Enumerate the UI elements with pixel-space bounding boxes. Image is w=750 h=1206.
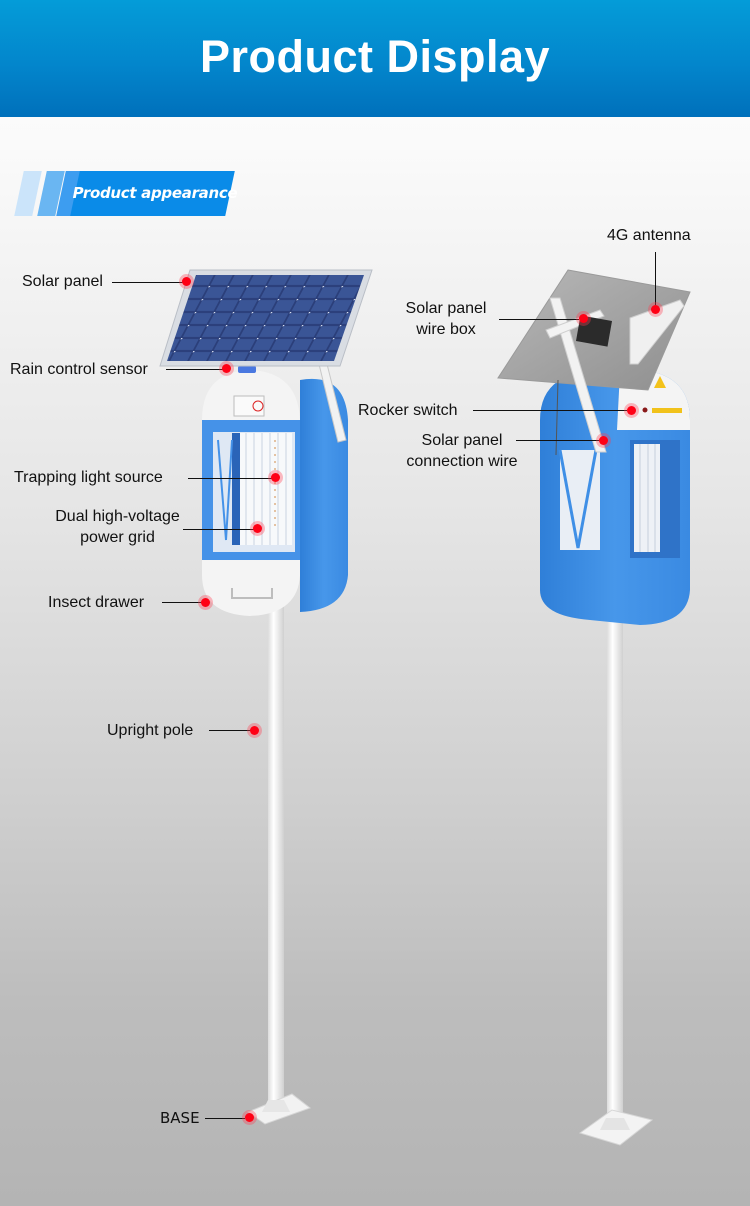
wire-box: [575, 315, 613, 347]
callout-label-dual-high-voltage-power-grid: Dual high-voltage power grid: [40, 506, 195, 548]
left-lamp-tubes: [232, 433, 292, 545]
callout-label-upright-pole: Upright pole: [107, 722, 194, 739]
section-tag-label: Product appearance: [72, 184, 238, 202]
rain-sensor: [238, 366, 256, 373]
right-device: [497, 269, 691, 1146]
callout-line: [188, 478, 272, 479]
callout-line: [516, 440, 600, 441]
right-upright-pole: [607, 620, 623, 1125]
callout-line: [473, 410, 627, 411]
callout-label-line: Dual high-voltage: [55, 508, 180, 525]
marker-dot-solar-panel-wire-box[interactable]: [579, 314, 588, 323]
callout-line: [499, 319, 579, 320]
callout-line: [655, 252, 656, 305]
section-tag: Product appearance: [10, 171, 238, 216]
callout-line: [162, 602, 202, 603]
rocker-switch: [642, 407, 648, 413]
left-upright-pole: [268, 605, 284, 1115]
left-body-side: [300, 378, 348, 612]
marker-dot-power-grid[interactable]: [253, 524, 262, 533]
callout-line: [209, 730, 251, 731]
callout-label-solar-panel-wire-box: Solar panel wire box: [390, 298, 502, 340]
drawer-handle: [231, 588, 273, 599]
callout-line: [112, 282, 184, 283]
callout-label-trapping-light-source: Trapping light source: [14, 469, 163, 486]
callout-label-solar-panel-connection-wire: Solar panel connection wire: [392, 430, 532, 472]
callout-line: [166, 369, 224, 370]
callout-label-4g-antenna: 4G antenna: [607, 227, 691, 244]
marker-dot-rain-control-sensor[interactable]: [222, 364, 231, 373]
callout-label-line: wire box: [416, 321, 476, 338]
left-device: [159, 269, 373, 1125]
marker-dot-insect-drawer[interactable]: [201, 598, 210, 607]
callout-label-rain-control-sensor: Rain control sensor: [10, 361, 148, 378]
callout-label-line: connection wire: [406, 453, 518, 470]
marker-dot-trapping-light-source[interactable]: [271, 473, 280, 482]
page-header: Product Display: [0, 0, 750, 117]
page-title: Product Display: [199, 30, 551, 82]
marker-dot-4g-antenna[interactable]: [651, 305, 660, 314]
marker-dot-rocker-switch[interactable]: [627, 406, 636, 415]
right-body: [540, 370, 690, 625]
callout-label-line: power grid: [80, 529, 155, 546]
warning-sticker: [233, 395, 265, 417]
callout-label-insect-drawer: Insect drawer: [48, 594, 145, 611]
warning-triangle-icon: [654, 376, 666, 388]
callout-label-rocker-switch: Rocker switch: [358, 402, 458, 419]
callout-label-line: Solar panel: [405, 300, 487, 317]
marker-dot-upright-pole[interactable]: [250, 726, 259, 735]
marker-dot-solar-panel[interactable]: [182, 277, 191, 286]
callout-line: [183, 529, 254, 530]
callout-label-base: BASE: [160, 1109, 200, 1127]
marker-dot-base[interactable]: [245, 1113, 254, 1122]
callout-line: [205, 1118, 245, 1119]
callout-label-line: Solar panel: [421, 432, 503, 449]
callout-label-solar-panel: Solar panel: [22, 273, 103, 290]
marker-dot-solar-panel-connection-wire[interactable]: [599, 436, 608, 445]
